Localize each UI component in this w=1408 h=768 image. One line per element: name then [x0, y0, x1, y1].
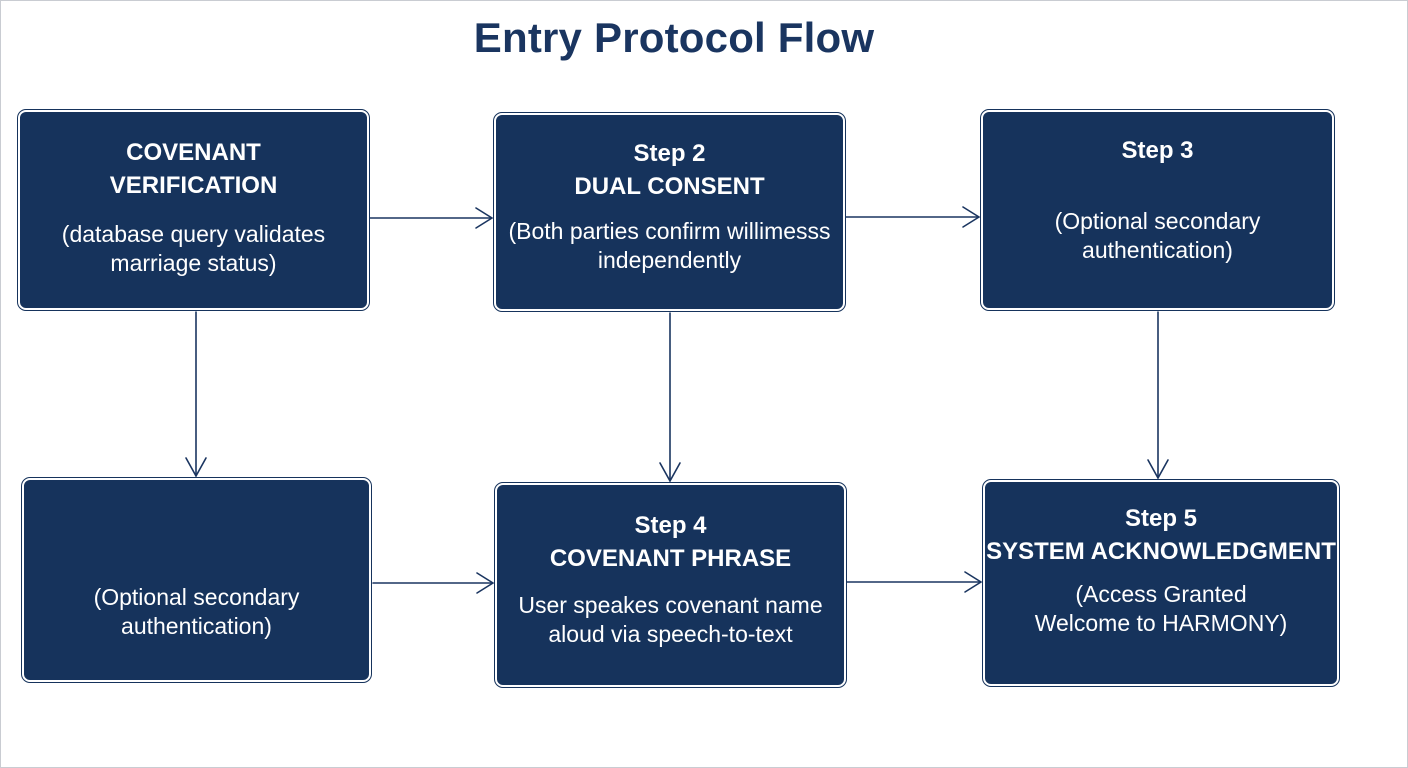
box-heading: Step 3: [1121, 137, 1194, 164]
box-description: (database query validates marriage statu…: [61, 221, 326, 276]
box-step-2: Step 2 DUAL CONSENT (Both parties confir…: [493, 112, 846, 312]
box-covenant-verification: COVENANT VERIFICATION (database query va…: [17, 109, 370, 311]
box-description: User speakes covenant name aloud via spe…: [518, 592, 823, 647]
box-description: (Optional secondary authentication): [1054, 208, 1261, 263]
box-step-3: Step 3 (Optional secondary authenticatio…: [980, 109, 1335, 311]
box-heading: COVENANT VERIFICATION: [109, 139, 278, 199]
diagram-title: Entry Protocol Flow: [473, 14, 875, 61]
box-step-4: Step 4 COVENANT PHRASE User speakes cove…: [494, 482, 847, 688]
box-heading: Step 2 DUAL CONSENT: [574, 140, 765, 200]
box-step-5: Step 5 SYSTEM ACKNOWLEDGMENT (Access Gra…: [982, 479, 1340, 687]
box-heading: Step 5 SYSTEM ACKNOWLEDGMENT: [986, 505, 1336, 565]
box-optional-authentication: (Optional secondary authentication): [21, 477, 372, 683]
box-description: (Access Granted Welcome to HARMONY): [1034, 581, 1288, 636]
box-description: (Optional secondary authentication): [93, 584, 300, 639]
box-description: (Both parties confirm willimesss indepen…: [508, 218, 831, 273]
box-heading: Step 4 COVENANT PHRASE: [549, 512, 792, 572]
